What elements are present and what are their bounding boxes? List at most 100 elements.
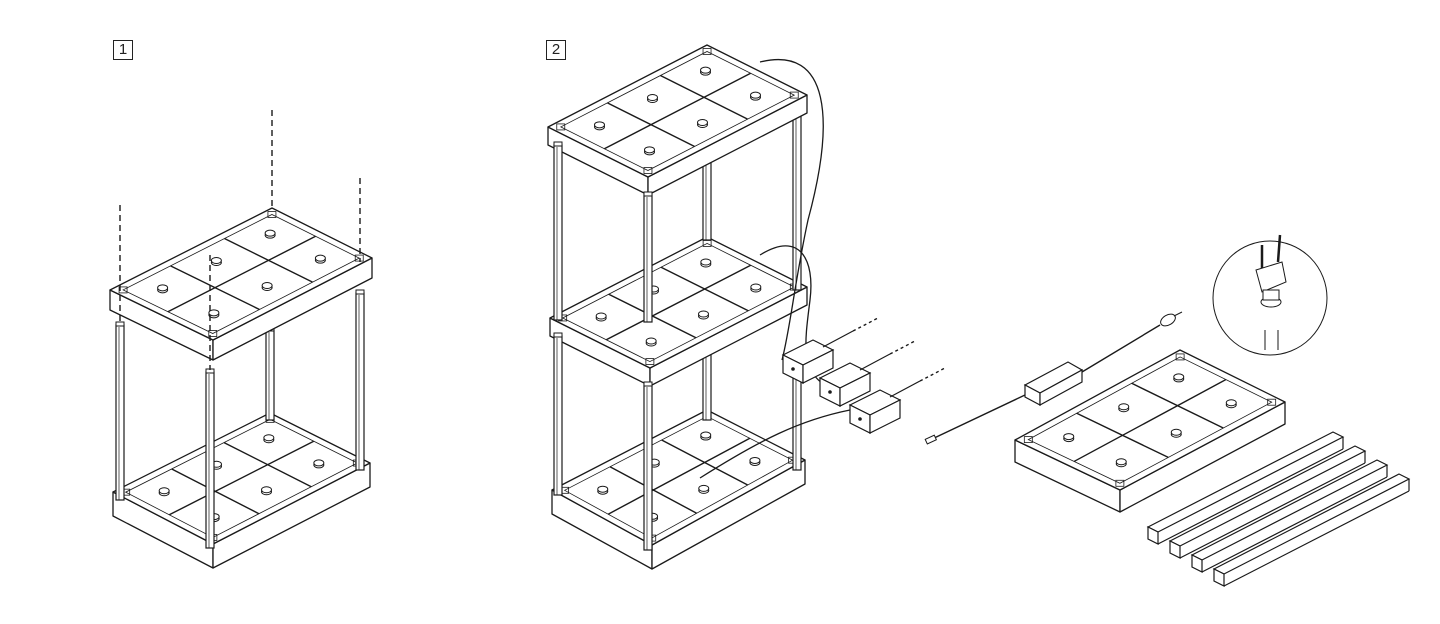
supply-side bbox=[1039, 368, 1083, 407]
adapter-side bbox=[869, 399, 901, 434]
knob-icon bbox=[158, 487, 170, 495]
knob-icon bbox=[1170, 428, 1182, 436]
knob-icon bbox=[1118, 403, 1130, 411]
knob-icon bbox=[698, 310, 709, 318]
adapter-cord-dashed bbox=[919, 367, 946, 382]
shelf-inner-rim bbox=[1027, 356, 1273, 484]
step1-post-right bbox=[355, 289, 365, 471]
knob-icon bbox=[644, 146, 655, 154]
post-body bbox=[355, 292, 365, 471]
shelf-divider bbox=[168, 440, 315, 516]
knob-icon bbox=[261, 282, 273, 289]
corner-socket bbox=[118, 286, 128, 294]
post-body bbox=[553, 335, 563, 496]
knob-icon bbox=[1115, 458, 1127, 466]
knob-icon bbox=[597, 485, 609, 493]
adapter-cord bbox=[822, 330, 854, 348]
knob-icon bbox=[750, 283, 762, 291]
knob-icon bbox=[210, 257, 222, 264]
detail-plug-body bbox=[1255, 261, 1287, 293]
post-body bbox=[643, 384, 653, 551]
rail-edge bbox=[1157, 448, 1344, 545]
step2-bottom-shelf bbox=[551, 409, 806, 570]
knob-icon bbox=[700, 431, 712, 439]
corner-socket bbox=[1175, 353, 1185, 361]
step-2-label: 2 bbox=[546, 40, 566, 60]
shelf-divider bbox=[604, 72, 751, 150]
knob-icon bbox=[700, 66, 711, 74]
corner-socket bbox=[789, 91, 799, 99]
step1-post-front bbox=[205, 368, 215, 549]
step2-top-shelf bbox=[547, 44, 808, 196]
corner-socket bbox=[1115, 479, 1125, 487]
post-body bbox=[643, 194, 653, 323]
step2-post-left-lower bbox=[553, 332, 563, 496]
knob-icon bbox=[261, 486, 272, 494]
knob-icon bbox=[700, 258, 712, 266]
adapter-cord-dashed bbox=[889, 340, 916, 355]
knob-icon bbox=[750, 91, 761, 99]
step1-post-back bbox=[265, 326, 275, 421]
corner-socket bbox=[267, 211, 277, 218]
step1-bottom-tray bbox=[112, 412, 371, 569]
rail-top bbox=[1190, 459, 1389, 561]
knob-icon bbox=[594, 121, 605, 129]
post-cap bbox=[643, 191, 653, 197]
detail-plug-pins bbox=[1260, 234, 1282, 268]
adapter-side bbox=[839, 372, 871, 407]
adapter-cord bbox=[889, 380, 921, 398]
rail-profile bbox=[1168, 445, 1367, 559]
shelf-divider bbox=[1073, 378, 1227, 463]
adapter-cord bbox=[859, 353, 891, 371]
corner-socket bbox=[556, 123, 566, 131]
adapter-led bbox=[858, 417, 862, 421]
knob-icon bbox=[157, 284, 169, 292]
corner-socket bbox=[1267, 398, 1277, 406]
knob-icon bbox=[645, 337, 657, 345]
corner-socket bbox=[702, 48, 712, 55]
power-adapter-1 bbox=[781, 317, 879, 384]
knob-icon bbox=[749, 456, 761, 464]
knob-icon bbox=[647, 94, 658, 101]
post-body bbox=[115, 324, 125, 501]
shelf-inner-rim bbox=[122, 214, 361, 334]
corner-socket bbox=[645, 358, 655, 365]
shelf-divider bbox=[605, 264, 752, 341]
knob-icon bbox=[1225, 399, 1237, 407]
power-cable bbox=[699, 409, 851, 479]
post-body bbox=[205, 371, 215, 549]
post-body bbox=[265, 329, 275, 421]
dc-cable bbox=[929, 394, 1026, 441]
step2-post-back-upper bbox=[702, 156, 712, 241]
rail-profile bbox=[1146, 431, 1345, 545]
detail-collar bbox=[1262, 289, 1280, 301]
adapter-led bbox=[828, 390, 832, 394]
post-body bbox=[702, 159, 712, 241]
step2-post-left-upper bbox=[553, 141, 563, 321]
detail-cable bbox=[1264, 330, 1279, 350]
corner-socket bbox=[643, 167, 653, 174]
adapter-side bbox=[802, 349, 834, 384]
loose-shelf-panel bbox=[1014, 349, 1286, 513]
post-cap bbox=[553, 332, 563, 338]
knob-icon bbox=[263, 434, 275, 442]
step2-post-front-lower bbox=[643, 381, 653, 551]
post-cap bbox=[115, 321, 125, 327]
plug-detail-callout bbox=[1212, 234, 1328, 356]
dc-plug bbox=[924, 434, 938, 445]
rail-edge bbox=[1201, 476, 1388, 573]
step2-middle-shelf bbox=[549, 236, 808, 387]
shelf-inner-rim bbox=[559, 51, 796, 171]
post-body bbox=[553, 144, 563, 321]
knob-icon bbox=[1173, 373, 1185, 381]
rail-profile bbox=[1190, 459, 1389, 573]
knob-icon bbox=[208, 309, 220, 317]
corner-socket bbox=[208, 330, 218, 337]
ac-cable bbox=[1081, 324, 1161, 373]
shelf-divider bbox=[167, 235, 316, 313]
shelf-divider bbox=[607, 437, 751, 515]
step-1-label: 1 bbox=[113, 40, 133, 60]
power-supply bbox=[924, 311, 1183, 445]
knob-icon bbox=[698, 484, 710, 492]
